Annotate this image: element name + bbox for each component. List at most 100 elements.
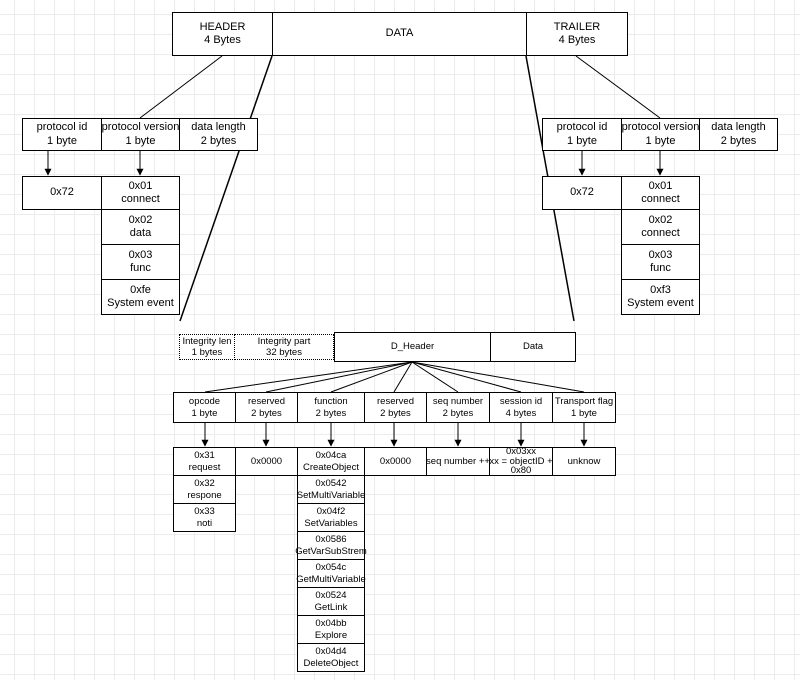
field-size: 1 bytes [191, 347, 223, 358]
field-size: 2 bytes [251, 407, 282, 419]
value-code: 0xf3 [650, 283, 671, 296]
value-label: CreateObject [303, 461, 359, 473]
field-size: 2 bytes [315, 407, 347, 419]
value-label: connect [121, 193, 160, 205]
field-name: D_Header [390, 341, 435, 353]
value-code: 0x04d4 [315, 646, 347, 658]
header-version-0x03: 0x03 func [101, 244, 180, 280]
dheader-field-reserved-2: reserved 2 bytes [364, 392, 427, 423]
frame-data-label: DATA [385, 27, 414, 40]
field-size: 1 byte [567, 134, 597, 147]
function-0x0542: 0x0542 SetMultiVariable [297, 475, 365, 504]
reserved-2-value: 0x0000 [364, 447, 427, 476]
value-label: GetVarSubStrem [295, 545, 367, 557]
reserved-1-value: 0x0000 [235, 447, 298, 476]
dheader-fan-transport [411, 361, 585, 393]
dheader-fan-seq [411, 361, 459, 393]
header-field-protocol-version: protocol version 1 byte [101, 118, 180, 151]
value-code: 0x03 [128, 248, 153, 261]
field-name: function [314, 396, 348, 408]
d-header-box: D_Header [334, 332, 491, 362]
function-0x0524: 0x0524 GetLink [297, 587, 365, 616]
dheader-fan-function [330, 361, 413, 393]
frame-header-box: HEADER 4 Bytes [172, 12, 273, 56]
value-label: Explore [314, 629, 348, 641]
session-id-value: 0x03xx xx = objectID + 0x80 [489, 445, 553, 477]
data-payload-box: Data [490, 332, 576, 362]
value-label: request [188, 461, 221, 473]
trailer-field-protocol-version: protocol version 1 byte [621, 118, 700, 151]
field-name: Data [522, 341, 544, 353]
frame-data-box: DATA [272, 12, 527, 56]
function-0x04bb: 0x04bb Explore [297, 615, 365, 644]
frame-header-size: 4 Bytes [204, 34, 241, 46]
field-name: opcode [188, 396, 221, 408]
value-label: data [129, 227, 152, 239]
value-label: DeleteObject [303, 657, 359, 669]
field-name: seq number [432, 396, 484, 408]
opcode-0x31: 0x31 request [173, 447, 236, 476]
value-code: 0x0524 [315, 590, 347, 602]
dheader-fan-reserved2 [393, 361, 413, 393]
field-size: 2 bytes [380, 407, 411, 419]
integrity-part-box: Integrity part 32 bytes [234, 334, 334, 360]
field-name: protocol version [621, 121, 700, 134]
value-text: 0x72 [570, 186, 594, 199]
value-label: GetLink [314, 601, 348, 613]
function-0x04ca: 0x04ca CreateObject [297, 447, 365, 476]
value-label: func [130, 262, 151, 274]
value-text: 0x0000 [379, 455, 412, 467]
value-label: SetVariables [304, 517, 358, 529]
value-text: unknow [567, 455, 601, 467]
field-name: reserved [377, 396, 414, 408]
trailer-version-0xf3: 0xf3 System event [621, 279, 700, 315]
value-line: xx = objectID + [489, 455, 553, 467]
value-code: 0x32 [194, 478, 215, 490]
value-line: 0x03xx [505, 445, 537, 457]
field-size: 32 bytes [266, 347, 302, 358]
header-version-0x02: 0x02 data [101, 209, 180, 245]
function-0x04d4: 0x04d4 DeleteObject [297, 643, 365, 672]
value-code: 0x01 [648, 179, 673, 192]
value-code: 0x04ca [315, 450, 347, 462]
trailer-version-0x01: 0x01 connect [621, 176, 700, 210]
dheader-field-transport-flag: Transport flag 1 byte [552, 392, 616, 423]
value-code: 0x31 [194, 450, 215, 462]
field-name: protocol id [556, 121, 608, 134]
header-field-data-length: data length 2 bytes [179, 118, 258, 151]
function-0x0586: 0x0586 GetVarSubStrem [295, 531, 367, 560]
dheader-field-seq-number: seq number 2 bytes [426, 392, 490, 423]
frame-trailer-box: TRAILER 4 Bytes [526, 12, 628, 56]
value-line: 0x80 [510, 465, 532, 477]
value-label: func [650, 262, 671, 274]
function-0x04f2: 0x04f2 SetVariables [297, 503, 365, 532]
trailer-field-data-length: data length 2 bytes [699, 118, 778, 151]
field-name: data length [191, 121, 246, 134]
field-size: 1 byte [125, 134, 156, 147]
value-code: 0x03 [648, 248, 673, 261]
integrity-len-box: Integrity len 1 bytes [179, 334, 235, 360]
value-code: 0xfe [130, 283, 151, 296]
value-label: System event [627, 297, 694, 309]
field-size: 2 bytes [200, 134, 237, 147]
opcode-0x32: 0x32 respone [173, 475, 236, 504]
value-label: GetMultiVariable [296, 573, 366, 585]
header-to-fields-line-right [179, 55, 273, 322]
value-label: respone [187, 489, 222, 501]
trailer-to-fields-line-left [575, 55, 661, 119]
trailer-version-0x03: 0x03 func [621, 244, 700, 280]
field-name: data length [711, 121, 766, 134]
field-size: 1 byte [47, 134, 77, 147]
dheader-fan-opcode [204, 361, 413, 393]
value-code: 0x02 [128, 213, 153, 226]
value-code: 0x054c [315, 562, 347, 574]
transport-flag-value: unknow [552, 447, 616, 476]
dheader-field-function: function 2 bytes [297, 392, 365, 423]
field-name: Integrity part [257, 335, 311, 347]
header-version-0x01: 0x01 connect [101, 176, 180, 210]
field-name: session id [499, 396, 543, 408]
function-0x054c: 0x054c GetMultiVariable [296, 559, 366, 588]
header-version-0xfe: 0xfe System event [101, 279, 180, 315]
value-text: 0x0000 [250, 455, 283, 467]
